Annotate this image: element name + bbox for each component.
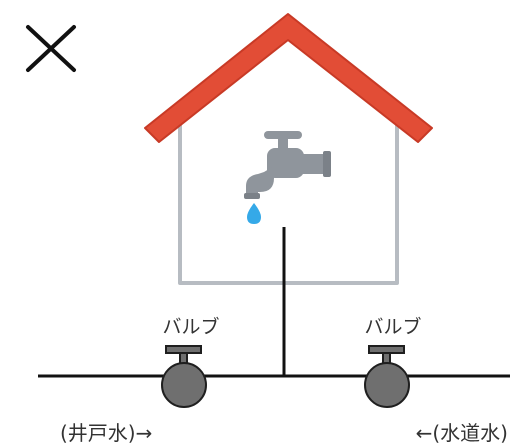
faucet-icon — [244, 131, 331, 199]
water-drop-icon — [247, 203, 261, 224]
source-right-label: ←(水道水) — [416, 421, 508, 445]
valve-right — [364, 345, 410, 408]
valve-left-label: バルブ — [162, 315, 219, 338]
house-wall — [178, 120, 399, 285]
valve-right-label: バルブ — [364, 315, 421, 338]
source-left-label: (井戸水)→ — [60, 421, 152, 445]
valve-left — [161, 345, 207, 408]
house-roof — [144, 13, 433, 143]
cross-mark-icon — [26, 25, 76, 72]
